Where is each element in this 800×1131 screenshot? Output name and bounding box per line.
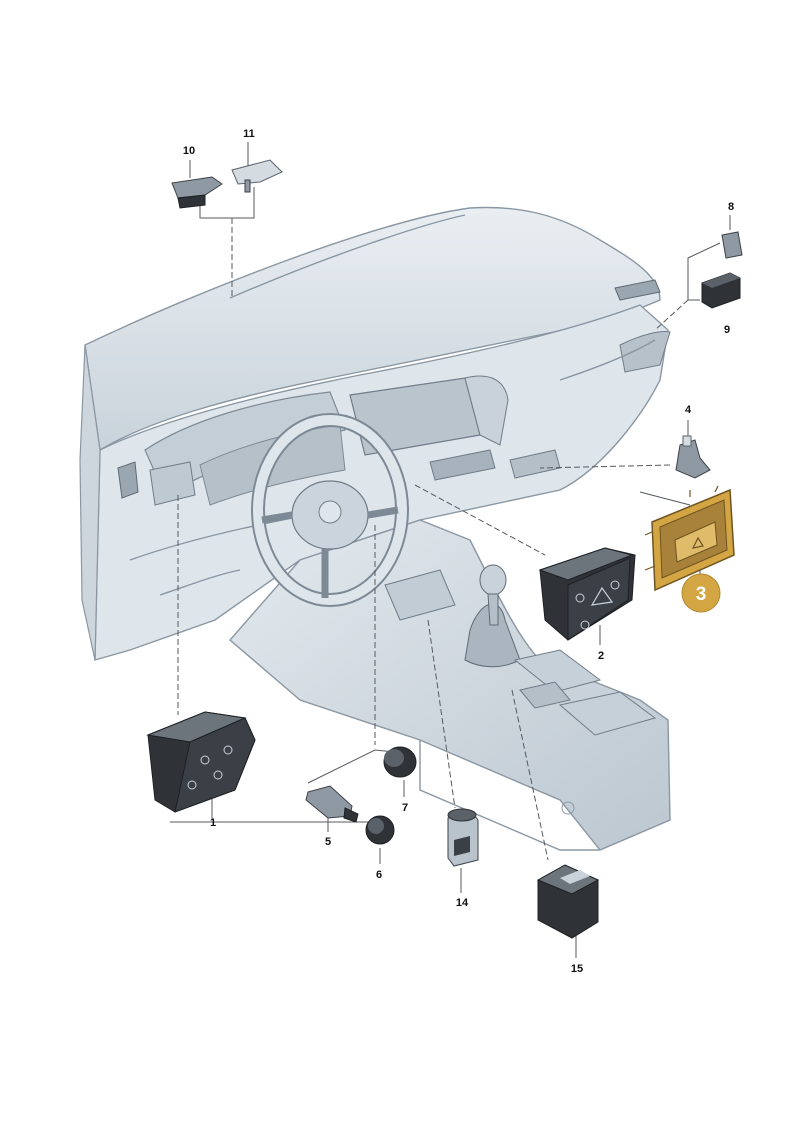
part-labels: 10 11 8 9 4 3 2 1 7 5 6 14 15 [183,128,734,975]
part-9-switch[interactable] [701,272,741,309]
label-14: 14 [456,897,469,909]
part-7-plug[interactable] [383,746,417,778]
part-6-knob[interactable] [365,815,395,845]
label-7: 7 [402,802,408,814]
label-6: 6 [376,869,382,881]
steering-wheel-illustration [251,413,409,607]
part-15-switch-unit[interactable] [536,864,600,939]
label-3: 3 [696,584,707,605]
dashboard-illustration [79,206,671,661]
label-9: 9 [724,324,730,336]
label-4: 4 [685,404,692,416]
part-8-clip[interactable] [721,231,743,259]
part-3-hazard-switch-panel[interactable] [644,485,735,613]
part-3-callout-circle[interactable] [681,573,721,613]
label-2: 2 [598,650,604,662]
part-2-switch-block[interactable] [538,547,636,641]
label-11: 11 [243,128,255,140]
part-1-switch-block[interactable] [146,711,256,813]
label-1: 1 [210,817,216,829]
part-14-socket[interactable] [447,808,479,867]
part-4-sensor[interactable] [675,435,711,479]
label-8: 8 [728,201,734,213]
label-10: 10 [183,145,195,157]
part-11-trim[interactable] [231,159,283,193]
part-5-switch[interactable] [305,785,359,823]
label-5: 5 [325,836,331,848]
part-10-cap[interactable] [171,176,223,209]
label-15: 15 [571,963,583,975]
